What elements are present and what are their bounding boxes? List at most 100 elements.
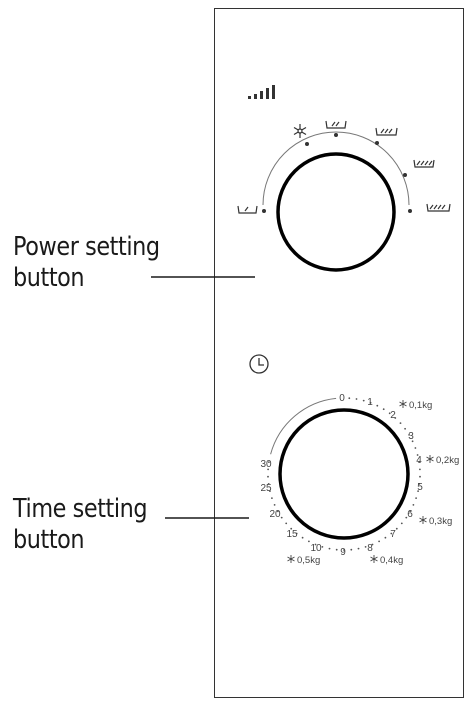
minute-label-3: 3 [408, 431, 414, 442]
power-dot-defrost [305, 142, 309, 146]
weight-label-0-5kg: 0,5kg [297, 555, 320, 566]
defrost-weight-labels: 0,1kg 0,2kg 0,3kg 0,4kg 0,5kg [287, 400, 459, 566]
timer-scale-dot [277, 510, 279, 513]
weight-0-3kg: 0,3kg [419, 516, 452, 527]
timer-scale-dot [378, 540, 380, 543]
timer-scale-dot [285, 522, 288, 525]
timer-scale-dot [290, 527, 293, 530]
time-setting-button[interactable] [278, 408, 410, 540]
minute-label-7: 7 [390, 529, 396, 540]
snowflake-icon [426, 455, 434, 463]
timer-scale-dot [267, 475, 269, 478]
minute-label-20: 20 [269, 509, 281, 520]
timer-scale-dot [364, 546, 367, 548]
minute-label-1: 1 [367, 397, 373, 408]
minute-label-9: 9 [340, 547, 346, 558]
timer-scale-dot [412, 504, 415, 506]
power-scale-dots [262, 133, 412, 213]
timer-scale-dot [399, 422, 402, 424]
snowflake-icon [419, 516, 427, 524]
timer-scale-dot [411, 440, 414, 443]
power-dot-1 [262, 209, 266, 213]
timer-scale-dot [376, 404, 379, 407]
power-level-1-icon [237, 205, 258, 214]
power-setting-button[interactable] [276, 152, 396, 272]
minute-label-4: 4 [416, 455, 422, 466]
timer-scale-dot [348, 397, 351, 400]
timer-scale-dot [269, 490, 271, 492]
timer-scale-dot [382, 408, 385, 411]
timer-scale-dot [271, 497, 273, 499]
timer-scale-dot [400, 522, 403, 525]
minute-label-15: 15 [286, 529, 298, 540]
power-level-3-icon [375, 127, 398, 136]
timer-scale-dot [384, 536, 387, 539]
weight-label-0-1kg: 0,1kg [409, 400, 432, 411]
timer-scale-dot [267, 483, 270, 485]
power-dot-3 [375, 141, 379, 145]
timer-scale-dot [314, 543, 317, 546]
timer-scale-dot [416, 454, 419, 456]
timer-scale-dot [395, 527, 398, 530]
power-callout-line-1: Power setting [13, 232, 160, 262]
timer-scale-dot [355, 398, 358, 400]
power-dot-4 [403, 173, 407, 177]
timer-scale-dot [388, 412, 391, 415]
weight-label-0-2kg: 0,2kg [436, 455, 459, 466]
minute-label-5: 5 [417, 482, 423, 493]
snowflake-icon [293, 124, 307, 138]
timer-scale-dot [390, 532, 393, 535]
time-setting-callout: Time setting button [13, 494, 148, 556]
power-knob[interactable] [276, 152, 396, 272]
minute-label-25: 25 [260, 483, 272, 494]
minute-label-2: 2 [390, 410, 396, 421]
power-level-2-icon [325, 120, 347, 129]
clock-icon [249, 354, 269, 374]
timer-scale-dot [267, 468, 269, 471]
power-level-5-icon [426, 203, 451, 212]
time-callout-line-1: Time setting [13, 494, 148, 524]
power-callout-line-2: button [13, 263, 85, 293]
timer-scale-dot [268, 461, 270, 463]
timer-scale-dot [418, 483, 421, 485]
timer-scale-arc [270, 397, 337, 455]
timer-scale-dot [404, 427, 406, 430]
timer-scale-dot [409, 510, 411, 513]
timer-scale-dot [394, 417, 397, 419]
timer-scale-dot [350, 548, 353, 551]
minute-label-8: 8 [367, 543, 373, 554]
timer-scale-dot [273, 504, 276, 506]
minute-label-10: 10 [310, 543, 322, 554]
timer-scale-dot [419, 475, 421, 478]
weight-0-2kg: 0,2kg [426, 455, 459, 466]
timer-knob[interactable] [278, 408, 410, 540]
power-setting-callout: Power setting button [13, 232, 160, 294]
timer-scale-dot [414, 447, 417, 449]
timer-scale-dot [343, 549, 345, 551]
snowflake-icon [370, 555, 378, 563]
timer-scale-dot [419, 468, 421, 471]
timer-scale-dot [357, 547, 360, 550]
weight-label-0-3kg: 0,3kg [429, 516, 452, 527]
timer-scale-dot [280, 516, 283, 519]
minute-label-0: 0 [339, 393, 345, 404]
power-scale-arc [262, 131, 410, 206]
timer-scale-dot [295, 532, 298, 535]
timer-scale-dot [362, 399, 365, 402]
timer-scale-dot [405, 516, 408, 519]
weight-0-4kg: 0,4kg [370, 555, 403, 566]
snowflake-icon [287, 555, 295, 563]
timer-scale-dot [371, 543, 374, 546]
timer-scale-dot [408, 434, 410, 436]
snowflake-icon [399, 400, 407, 408]
timer-scale-dot [321, 546, 324, 548]
weight-0-5kg: 0,5kg [287, 555, 320, 566]
timer-scale-dot [335, 548, 338, 551]
power-level-4-icon [413, 159, 435, 168]
timer-minute-labels: 0 1 2 3 4 5 6 7 8 9 10 15 20 25 30 [260, 393, 423, 558]
timer-scale-dots [267, 397, 421, 551]
timer-scale-dot [328, 547, 331, 550]
power-dot-5 [408, 209, 412, 213]
timer-scale-dot [301, 536, 304, 539]
